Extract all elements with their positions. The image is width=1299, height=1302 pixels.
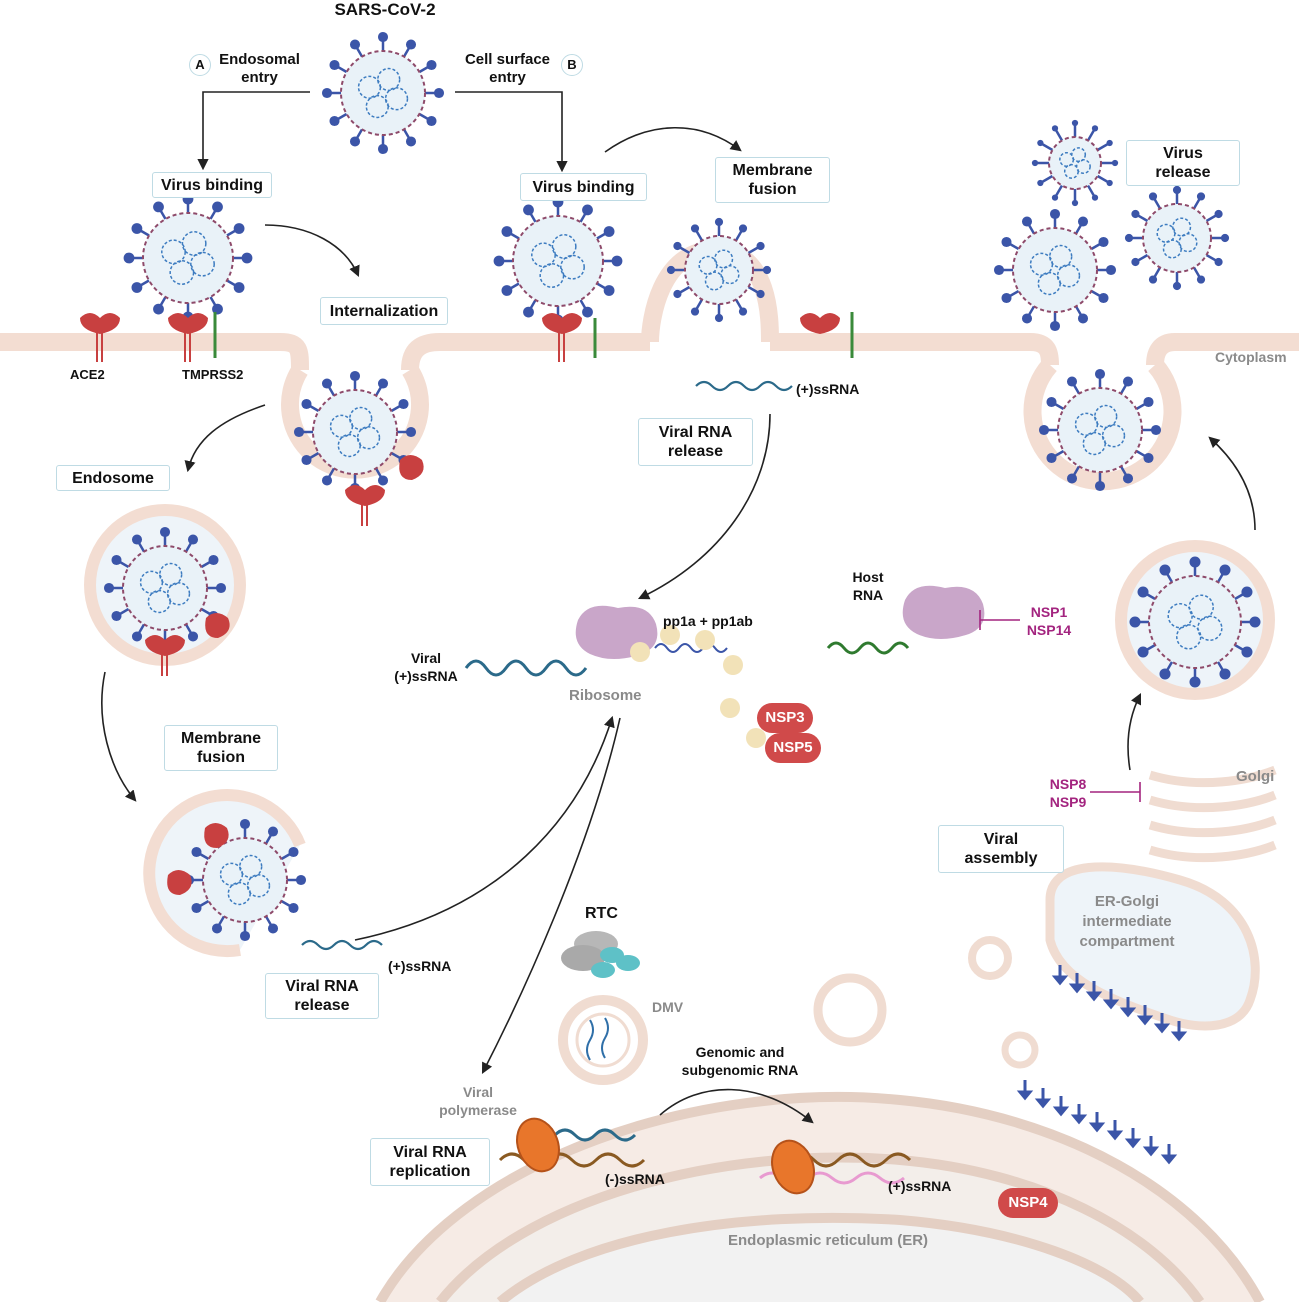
virus-particle — [183, 818, 307, 942]
dmv — [558, 995, 648, 1085]
nsp5-protein: NSP5 — [765, 733, 821, 763]
er-spike — [1106, 1120, 1124, 1141]
sars-cov-2-title: SARS-CoV-2 — [334, 0, 436, 19]
er-spike — [1153, 1013, 1171, 1034]
virus-particle — [321, 31, 445, 155]
virus-particle — [1124, 185, 1230, 291]
minus-ssrna-label: (-)ssRNA — [605, 1171, 665, 1187]
plus-ssrna-top-label: (+)ssRNA — [796, 381, 860, 397]
virus-particle — [1031, 119, 1119, 207]
ace2-receptor — [80, 313, 840, 895]
er-spike — [1070, 1104, 1088, 1125]
inhibition-lines — [979, 610, 1141, 802]
plus-ssrna-left-label: (+)ssRNA — [388, 958, 452, 974]
viral-polymerase — [516, 1117, 815, 1195]
er-spike — [1034, 1088, 1052, 1109]
er-spike — [1119, 997, 1137, 1018]
er-label: Endoplasmic reticulum (ER) — [728, 1232, 929, 1249]
nsp4-protein: NSP4 — [998, 1188, 1058, 1218]
endosome-label: Endosome — [56, 465, 170, 491]
cell-surface-entry-marker: B — [561, 54, 583, 76]
rna-strands — [301, 380, 912, 1185]
rtc-label: RTC — [585, 905, 618, 922]
rtc-complex — [561, 931, 640, 978]
virus-binding-b-label: Virus binding — [520, 173, 647, 201]
er-spike — [1124, 1128, 1142, 1149]
er-spike — [1016, 1080, 1034, 1101]
er-spike — [1085, 981, 1103, 1002]
nsp3-protein: NSP3 — [757, 703, 813, 733]
tmprss2-label: TMPRSS2 — [182, 367, 244, 382]
virus-particle — [293, 370, 417, 494]
ergic — [1045, 862, 1260, 1031]
er-spike — [1102, 989, 1120, 1010]
golgi — [1148, 765, 1277, 863]
polyprotein-beads — [630, 625, 766, 748]
er-spike-proteins — [1016, 965, 1188, 1165]
ribosome-label: Ribosome — [569, 687, 642, 704]
virus-particle — [1129, 556, 1261, 688]
virus-particle — [1038, 368, 1162, 492]
endoplasmic-reticulum — [375, 936, 1265, 1302]
virus-particle — [993, 208, 1117, 332]
virus-particle — [666, 217, 772, 323]
plus-ssrna-er-label: (+)ssRNA — [888, 1178, 952, 1194]
virus-particle — [493, 196, 623, 326]
internalization-label: Internalization — [320, 297, 448, 325]
pp1a-pp1ab-label: pp1a + pp1ab — [663, 613, 753, 629]
er-spike — [1068, 973, 1086, 994]
dmv-label: DMV — [652, 999, 684, 1015]
er-spike — [1160, 1144, 1178, 1165]
cytoplasm-label: Cytoplasm — [1215, 349, 1287, 365]
er-spike — [1142, 1136, 1160, 1157]
virus-particles — [103, 31, 1261, 942]
er-spike — [1170, 1021, 1188, 1042]
er-spike — [1136, 1005, 1154, 1026]
virus-particle — [123, 193, 253, 323]
er-spike — [1052, 1096, 1070, 1117]
er-spike — [1051, 965, 1069, 986]
endosomal-entry-marker: A — [189, 54, 211, 76]
process-arrows — [101, 91, 1256, 1124]
tmprss2-protein — [213, 312, 854, 358]
ace2-label: ACE2 — [70, 367, 105, 382]
golgi-label: Golgi — [1236, 768, 1275, 785]
er-spike — [1088, 1112, 1106, 1133]
virus-binding-a-label: Virus binding — [152, 172, 272, 198]
viral-plus-ssrna-label: Viral(+)ssRNA — [394, 650, 458, 684]
